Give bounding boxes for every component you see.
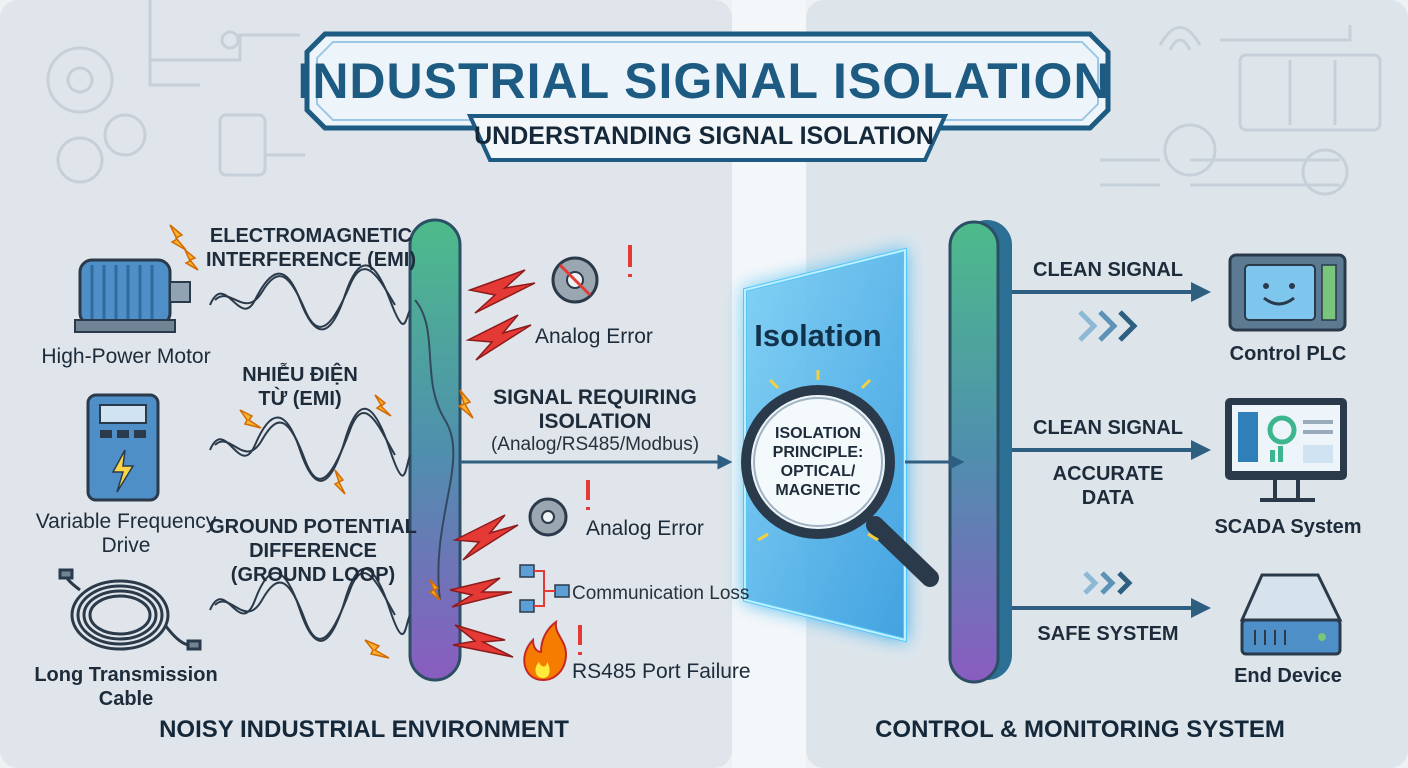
gear-icon [528,480,590,537]
title-banner [304,31,1111,162]
chevron-icons [1078,310,1138,595]
motor-label: High-Power Motor [41,345,211,368]
safe-system-label: SAFE SYSTEM [1037,623,1179,645]
communication-loss-label: Communication Loss [572,583,750,604]
cable-icon [58,568,202,651]
page-subtitle: UNDERSTANDING SIGNAL ISOLATION [474,122,934,150]
footer-right: CONTROL & MONITORING SYSTEM [875,716,1285,743]
clean-signal-label-1: CLEAN SIGNAL [1033,259,1183,281]
rs485-failure-label: RS485 Port Failure [572,660,751,683]
magnifier-icon [741,370,939,587]
lightning-icons [449,269,536,658]
network-icon [519,564,570,613]
emi-label: ELECTROMAGNETIC INTERFERENCE (EMI) [206,225,416,271]
background-machinery [46,0,1382,196]
output-arrows [1012,282,1211,618]
broken-gear-icon [551,245,632,304]
vfd-label: Variable Frequency Drive [35,510,217,557]
noise-bar [408,218,462,682]
accurate-data-label: ACCURATE DATA [1052,463,1164,509]
plc-label: Control PLC [1229,343,1347,365]
analog-error-label-1: Analog Error [535,325,653,348]
end-device-label: End Device [1234,665,1342,687]
motor-icon [74,258,191,333]
scada-label: SCADA System [1214,516,1362,538]
fire-icon [523,619,582,682]
clean-signal-label-2: CLEAN SIGNAL [1033,417,1183,439]
isolation-principle: ISOLATION PRINCIPLE: OPTICAL/ MAGNETIC [772,425,864,499]
page-title: INDUSTRIAL SIGNAL ISOLATION [297,53,1111,109]
spark-icons [169,224,474,659]
monitor-icon [1225,398,1347,502]
ground-loop-label: GROUND POTENTIAL DIFFERENCE (GROUND LOOP… [209,516,417,586]
analog-error-label-2: Analog Error [586,517,704,540]
footer-left: NOISY INDUSTRIAL ENVIRONMENT [159,716,569,743]
signal-title: SIGNAL REQUIRING ISOLATION [493,386,697,433]
end-device-icon [1239,573,1343,656]
plc-icon [1228,253,1347,332]
noise-waves [209,264,455,642]
clean-bar [948,220,1012,684]
signal-detail: (Analog/RS485/Modbus) [490,434,700,455]
emi-vn-label: NHIỄU ĐIỆN TỪ (EMI) [242,364,358,410]
vfd-icon [86,393,160,502]
isolation-title: Isolation [754,318,882,353]
cable-label: Long Transmission Cable [34,664,218,710]
